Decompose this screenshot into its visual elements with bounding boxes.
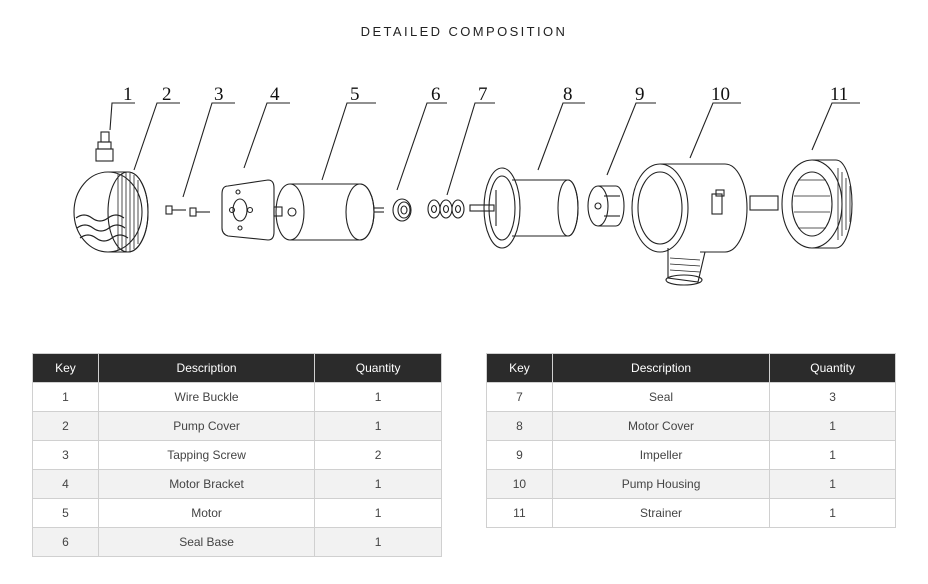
cell-description: Motor: [97, 498, 316, 528]
cell-key: 5: [32, 498, 99, 528]
table-row: 6 Seal Base 1: [32, 527, 442, 557]
header-description: Description: [551, 353, 771, 383]
cell-key: 6: [32, 527, 99, 557]
callout-4: 4: [270, 84, 280, 105]
motor-part: [273, 183, 384, 241]
cell-quantity: 1: [314, 469, 442, 499]
pump-cover-part: [73, 171, 149, 253]
callout-2: 2: [162, 84, 172, 105]
table-row: 3 Tapping Screw 2: [32, 440, 442, 470]
cell-description: Pump Housing: [551, 469, 771, 499]
cell-description: Strainer: [551, 498, 771, 528]
wire-buckle-part: [95, 131, 114, 162]
table-row: 8 Motor Cover 1: [486, 411, 896, 441]
cell-key: 7: [486, 382, 553, 412]
table-row: 9 Impeller 1: [486, 440, 896, 470]
motor-cover-part: [469, 167, 579, 249]
header-description: Description: [97, 353, 316, 383]
cell-key: 4: [32, 469, 99, 499]
cell-key: 2: [32, 411, 99, 441]
cell-quantity: 1: [314, 527, 442, 557]
table-row: 7 Seal 3: [486, 382, 896, 412]
cell-quantity: 2: [314, 440, 442, 470]
table-row: 5 Motor 1: [32, 498, 442, 528]
callout-6: 6: [431, 84, 441, 105]
parts-table-right: Key Description Quantity 7 Seal 3 8 Moto…: [486, 353, 896, 528]
motor-bracket-part: [221, 179, 275, 241]
table-row: 2 Pump Cover 1: [32, 411, 442, 441]
table-header-row: Key Description Quantity: [32, 353, 442, 383]
table-row: 10 Pump Housing 1: [486, 469, 896, 499]
table-row: 11 Strainer 1: [486, 498, 896, 528]
cell-quantity: 1: [314, 382, 442, 412]
cell-key: 3: [32, 440, 99, 470]
cell-key: 1: [32, 382, 99, 412]
header-quantity: Quantity: [314, 353, 442, 383]
cell-description: Tapping Screw: [97, 440, 316, 470]
header-key: Key: [486, 353, 553, 383]
strainer-part: [749, 159, 853, 249]
impeller-part: [587, 185, 625, 227]
page-title: DETAILED COMPOSITION: [360, 24, 568, 39]
cell-quantity: 1: [769, 440, 896, 470]
cell-quantity: 3: [769, 382, 896, 412]
header-quantity: Quantity: [769, 353, 896, 383]
cell-key: 9: [486, 440, 553, 470]
cell-description: Motor Bracket: [97, 469, 316, 499]
callout-3: 3: [214, 84, 224, 105]
callout-11: 11: [830, 84, 848, 105]
table-row: 4 Motor Bracket 1: [32, 469, 442, 499]
cell-key: 11: [486, 498, 553, 528]
callout-9: 9: [635, 84, 645, 105]
cell-quantity: 1: [314, 411, 442, 441]
pump-housing-part: [631, 163, 748, 286]
callout-1: 1: [123, 84, 133, 105]
cell-key: 10: [486, 469, 553, 499]
cell-quantity: 1: [769, 469, 896, 499]
callout-10: 10: [711, 84, 730, 105]
exploded-view-diagram: 1 2 3 4 5 6 7 8 9 10 11: [73, 84, 860, 286]
cell-key: 8: [486, 411, 553, 441]
parts-table-left: Key Description Quantity 1 Wire Buckle 1…: [32, 353, 442, 557]
table-header-row: Key Description Quantity: [486, 353, 896, 383]
leader-lines: [109, 102, 860, 198]
cell-description: Wire Buckle: [97, 382, 316, 412]
seal-base-part: [392, 198, 412, 222]
seal-part: [427, 199, 465, 219]
cell-quantity: 1: [769, 411, 896, 441]
cell-description: Impeller: [551, 440, 771, 470]
header-key: Key: [32, 353, 99, 383]
cell-quantity: 1: [769, 498, 896, 528]
cell-description: Seal Base: [97, 527, 316, 557]
callout-5: 5: [350, 84, 360, 105]
callout-8: 8: [563, 84, 573, 105]
table-row: 1 Wire Buckle 1: [32, 382, 442, 412]
callout-7: 7: [478, 84, 488, 105]
cell-quantity: 1: [314, 498, 442, 528]
tapping-screw-part: [165, 205, 210, 217]
cell-description: Motor Cover: [551, 411, 771, 441]
cell-description: Seal: [551, 382, 771, 412]
cell-description: Pump Cover: [97, 411, 316, 441]
